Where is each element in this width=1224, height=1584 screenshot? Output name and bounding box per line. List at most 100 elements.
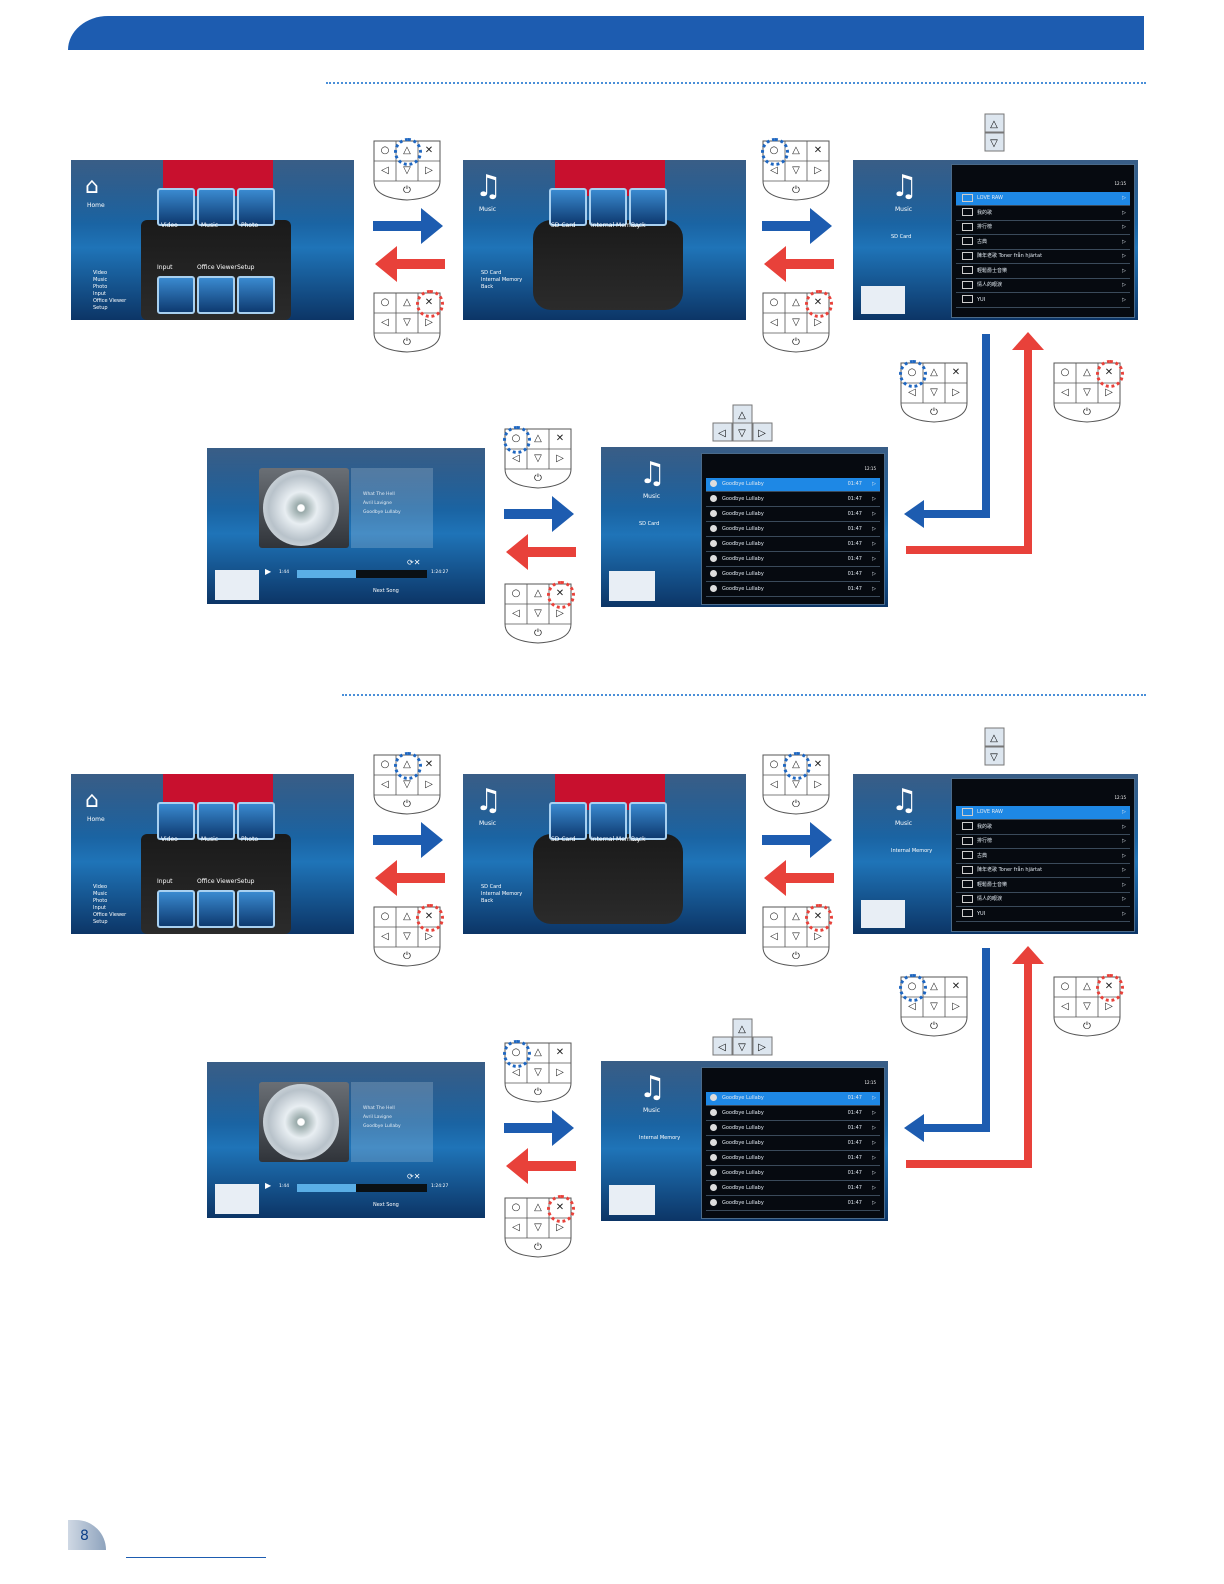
folder-row[interactable]: YUI▷ [956, 294, 1130, 308]
down-key[interactable]: ▽ [792, 317, 800, 328]
source-tile-2[interactable] [629, 188, 667, 226]
source-tile-0[interactable] [549, 188, 587, 226]
remote-folder-back[interactable]: ○△✕◁▽▷⏻ [1053, 974, 1124, 1038]
home-tile-0[interactable] [157, 802, 195, 840]
folder-row[interactable]: 我的歌▷ [956, 821, 1130, 835]
circle-key[interactable]: ○ [769, 911, 779, 922]
right-key[interactable]: ▷ [425, 931, 433, 942]
circle-key[interactable]: ○ [380, 911, 390, 922]
down-key[interactable]: ▽ [1083, 387, 1091, 398]
right-key[interactable]: ▷ [556, 453, 564, 464]
triangle-key[interactable]: △ [792, 911, 800, 922]
circle-key[interactable]: ○ [380, 145, 390, 156]
remote-player-back[interactable]: ○△✕◁▽▷⏻ [504, 581, 575, 645]
triangle-key[interactable]: △ [792, 145, 800, 156]
power-key[interactable]: ⏻ [792, 337, 800, 348]
folder-row[interactable]: 輕鬆爵士音樂▷ [956, 879, 1130, 893]
folder-row[interactable]: LOVE RAW▷ [956, 806, 1130, 820]
home-tile-2[interactable] [237, 188, 275, 226]
cross-key[interactable]: ✕ [555, 433, 565, 444]
cross-key[interactable]: ✕ [951, 981, 961, 992]
down-key[interactable]: ▽ [534, 453, 542, 464]
folder-row[interactable]: 情人的眼淚▷ [956, 893, 1130, 907]
triangle-key[interactable]: △ [403, 297, 411, 308]
left-key[interactable]: ◁ [512, 453, 520, 464]
left-key[interactable]: ◁ [770, 779, 778, 790]
down-key[interactable]: ▽ [792, 931, 800, 942]
left-key[interactable]: ◁ [381, 165, 389, 176]
down-key[interactable]: ▽ [1083, 1001, 1091, 1012]
circle-key[interactable]: ○ [511, 1202, 521, 1213]
cross-key[interactable]: ✕ [813, 145, 823, 156]
folder-row[interactable]: 排行榜▷ [956, 835, 1130, 849]
power-key[interactable]: ⏻ [792, 799, 800, 810]
right-key[interactable]: ▷ [425, 779, 433, 790]
play-icon[interactable]: ▶ [265, 1181, 272, 1190]
source-tile-1[interactable] [589, 802, 627, 840]
down-key[interactable]: ▽ [534, 1222, 542, 1233]
home-tile2-1[interactable] [197, 276, 235, 314]
left-key[interactable]: ◁ [1061, 387, 1069, 398]
folder-row[interactable]: 我的歌▷ [956, 207, 1130, 221]
source-tile-1[interactable] [589, 188, 627, 226]
remote-home-enter[interactable]: ○△✕◁▽▷⏻ [373, 138, 441, 202]
folder-row[interactable]: 古典▷ [956, 236, 1130, 250]
triangle-key[interactable]: △ [930, 981, 938, 992]
remote-home-enter[interactable]: ○△✕◁▽▷⏻ [373, 752, 441, 816]
folder-row[interactable]: 陳年老歌 Toner från hjärtat▷ [956, 250, 1130, 264]
source-tile-0[interactable] [549, 802, 587, 840]
power-key[interactable]: ⏻ [1083, 407, 1091, 418]
repeat-shuffle-icon[interactable]: ⟳✕ [407, 558, 421, 567]
left-key[interactable]: ◁ [770, 165, 778, 176]
folder-row[interactable]: YUI▷ [956, 908, 1130, 922]
progress-bar[interactable] [297, 570, 427, 578]
left-key[interactable]: ◁ [770, 931, 778, 942]
down-key[interactable]: ▽ [403, 931, 411, 942]
progress-bar[interactable] [297, 1184, 427, 1192]
left-key[interactable]: ◁ [512, 1222, 520, 1233]
cross-key[interactable]: ✕ [555, 1047, 565, 1058]
right-key[interactable]: ▷ [425, 165, 433, 176]
triangle-key[interactable]: △ [403, 911, 411, 922]
power-key[interactable]: ⏻ [930, 1021, 938, 1032]
left-key[interactable]: ◁ [381, 317, 389, 328]
folder-row[interactable]: 情人的眼淚▷ [956, 279, 1130, 293]
folder-row[interactable]: 輕鬆爵士音樂▷ [956, 265, 1130, 279]
remote-source-back[interactable]: ○△✕◁▽▷⏻ [762, 290, 833, 354]
home-tile-1[interactable] [197, 188, 235, 226]
right-key[interactable]: ▷ [814, 931, 822, 942]
power-key[interactable]: ⏻ [534, 1242, 542, 1253]
home-tile2-0[interactable] [157, 890, 195, 928]
home-tile2-2[interactable] [237, 276, 275, 314]
down-key[interactable]: ▽ [403, 317, 411, 328]
remote-song-play[interactable]: ○△✕◁▽▷⏻ [503, 1040, 572, 1104]
power-key[interactable]: ⏻ [534, 473, 542, 484]
circle-key[interactable]: ○ [380, 297, 390, 308]
remote-song-play[interactable]: ○△✕◁▽▷⏻ [503, 426, 572, 490]
power-key[interactable]: ⏻ [792, 185, 800, 196]
right-key[interactable]: ▷ [556, 608, 564, 619]
remote-source-select[interactable]: ○△✕◁▽▷⏻ [761, 138, 830, 202]
down-key[interactable]: ▽ [930, 387, 938, 398]
down-key[interactable]: ▽ [930, 1001, 938, 1012]
down-key[interactable]: ▽ [534, 1067, 542, 1078]
power-key[interactable]: ⏻ [1083, 1021, 1091, 1032]
remote-source-back[interactable]: ○△✕◁▽▷⏻ [762, 904, 833, 968]
power-key[interactable]: ⏻ [403, 185, 411, 196]
folder-row[interactable]: 陳年老歌 Toner från hjärtat▷ [956, 864, 1130, 878]
power-key[interactable]: ⏻ [534, 1087, 542, 1098]
folder-row[interactable]: 古典▷ [956, 850, 1130, 864]
repeat-shuffle-icon[interactable]: ⟳✕ [407, 1172, 421, 1181]
right-key[interactable]: ▷ [952, 387, 960, 398]
right-key[interactable]: ▷ [425, 317, 433, 328]
left-key[interactable]: ◁ [770, 317, 778, 328]
right-key[interactable]: ▷ [1105, 387, 1113, 398]
